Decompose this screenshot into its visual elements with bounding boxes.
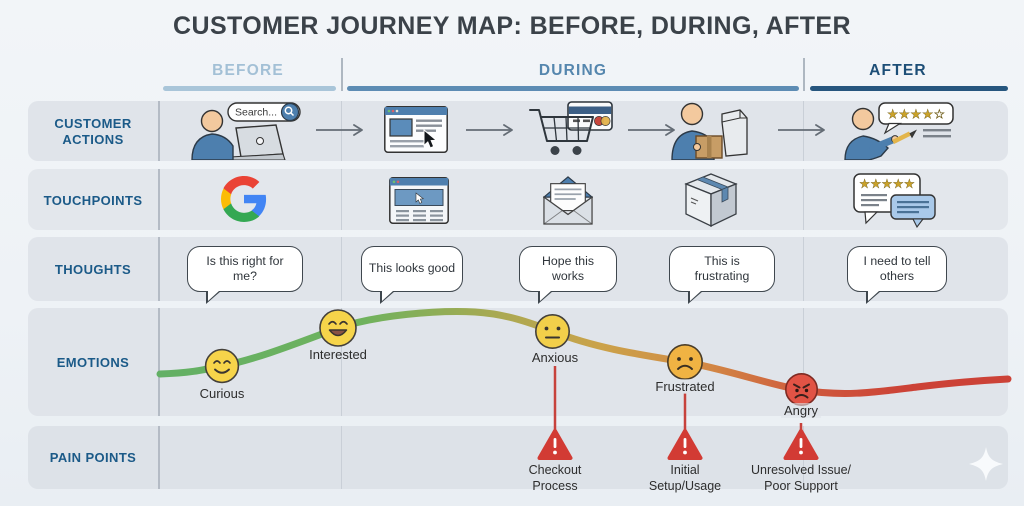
receive-package-icon — [664, 102, 756, 160]
page-title: CUSTOMER JOURNEY MAP: BEFORE, DURING, AF… — [173, 12, 851, 40]
phase-bar-during — [347, 86, 799, 91]
search-placeholder-text: Search... — [235, 107, 277, 119]
row-touchpoints — [28, 169, 1008, 230]
pain-point-label: Checkout Process — [528, 463, 582, 494]
thought-bubble: This looks good — [361, 246, 463, 304]
emotion-label: Anxious — [531, 350, 579, 365]
row-label-emotions: EMOTIONS — [56, 355, 130, 370]
warning-triangle-icon — [667, 428, 703, 461]
sparkle-icon — [966, 444, 1006, 484]
pencil-icon — [909, 129, 918, 139]
google-search-icon — [221, 176, 267, 222]
arrow-right-icon — [628, 124, 682, 136]
star-rating-text: ★★★★★ — [859, 177, 915, 191]
emoji-frustrated — [666, 343, 704, 381]
star-rating-text: ★★★★☆ — [887, 107, 945, 122]
phase-divider-tick — [803, 58, 805, 91]
thought-text: I need to tell others — [863, 253, 931, 283]
emotion-label: Interested — [309, 347, 367, 362]
pain-point-label: Initial Setup/Usage — [648, 463, 722, 494]
thought-bubble: Hope this works — [519, 246, 617, 304]
emoji-interested — [318, 308, 358, 348]
emoji-angry — [784, 372, 819, 407]
divider — [341, 426, 342, 489]
phase-header-during: DURING — [538, 62, 608, 79]
row-emotions — [28, 308, 1008, 416]
row-label-thoughts: THOUGHTS — [54, 262, 132, 277]
row-pain-points — [28, 426, 1008, 489]
row-customer-actions — [28, 101, 1008, 161]
warning-triangle-icon — [537, 428, 573, 461]
write-review-icon: ★★★★☆ — [843, 102, 955, 160]
emotion-label: Curious — [199, 386, 245, 401]
divider — [803, 237, 804, 301]
divider — [803, 169, 804, 230]
divider — [341, 308, 342, 416]
divider — [158, 101, 160, 161]
row-label-pain-points: PAIN POINTS — [49, 450, 137, 465]
divider — [341, 169, 342, 230]
emotion-curve — [155, 302, 1017, 438]
emotion-label: Frustrated — [652, 379, 718, 394]
row-label-customer-actions: CUSTOMER ACTIONS — [54, 116, 132, 148]
arrow-right-icon — [466, 124, 520, 136]
cursor-icon — [423, 128, 438, 149]
emotion-line — [156, 308, 1012, 397]
divider — [158, 237, 160, 301]
divider — [158, 169, 160, 230]
divider — [158, 426, 160, 489]
phase-bar-after — [810, 86, 1008, 91]
website-touchpoint-icon — [389, 177, 449, 225]
warning-triangle-icon — [783, 428, 819, 461]
thought-text: Hope this works — [542, 253, 594, 283]
person-searching-icon: Search... — [186, 102, 304, 160]
thought-text: This looks good — [368, 261, 456, 276]
divider — [341, 101, 342, 161]
thought-text: This is frustrating — [694, 253, 750, 283]
thought-bubble: I need to tell others — [847, 246, 947, 304]
arrow-right-icon — [316, 124, 370, 136]
phase-header-after: AFTER — [869, 62, 927, 79]
emotion-label: Angry — [781, 403, 821, 418]
divider — [341, 237, 342, 301]
cart-checkout-icon — [528, 101, 614, 159]
browse-website-icon — [384, 106, 448, 156]
arrow-right-icon — [778, 124, 832, 136]
thought-bubble: This is frustrating — [669, 246, 775, 304]
emoji-curious — [204, 348, 240, 384]
email-touchpoint-icon — [543, 174, 593, 226]
phase-header-before: BEFORE — [212, 62, 284, 79]
search-icon — [280, 102, 300, 122]
thought-bubble: Is this right for me? — [187, 246, 303, 304]
phase-bar-before — [163, 86, 336, 91]
thought-text: Is this right for me? — [206, 253, 284, 283]
divider — [158, 308, 160, 416]
divider — [803, 101, 804, 161]
pain-point-label: Unresolved Issue/ Poor Support — [750, 463, 852, 494]
reviews-touchpoint-icon: ★★★★★ — [853, 173, 941, 229]
phase-divider-tick — [341, 58, 343, 91]
divider — [803, 308, 804, 416]
package-touchpoint-icon — [682, 172, 740, 228]
emoji-anxious — [534, 313, 571, 350]
cursor-icon — [415, 192, 425, 204]
row-label-touchpoints: TOUCHPOINTS — [43, 193, 143, 208]
